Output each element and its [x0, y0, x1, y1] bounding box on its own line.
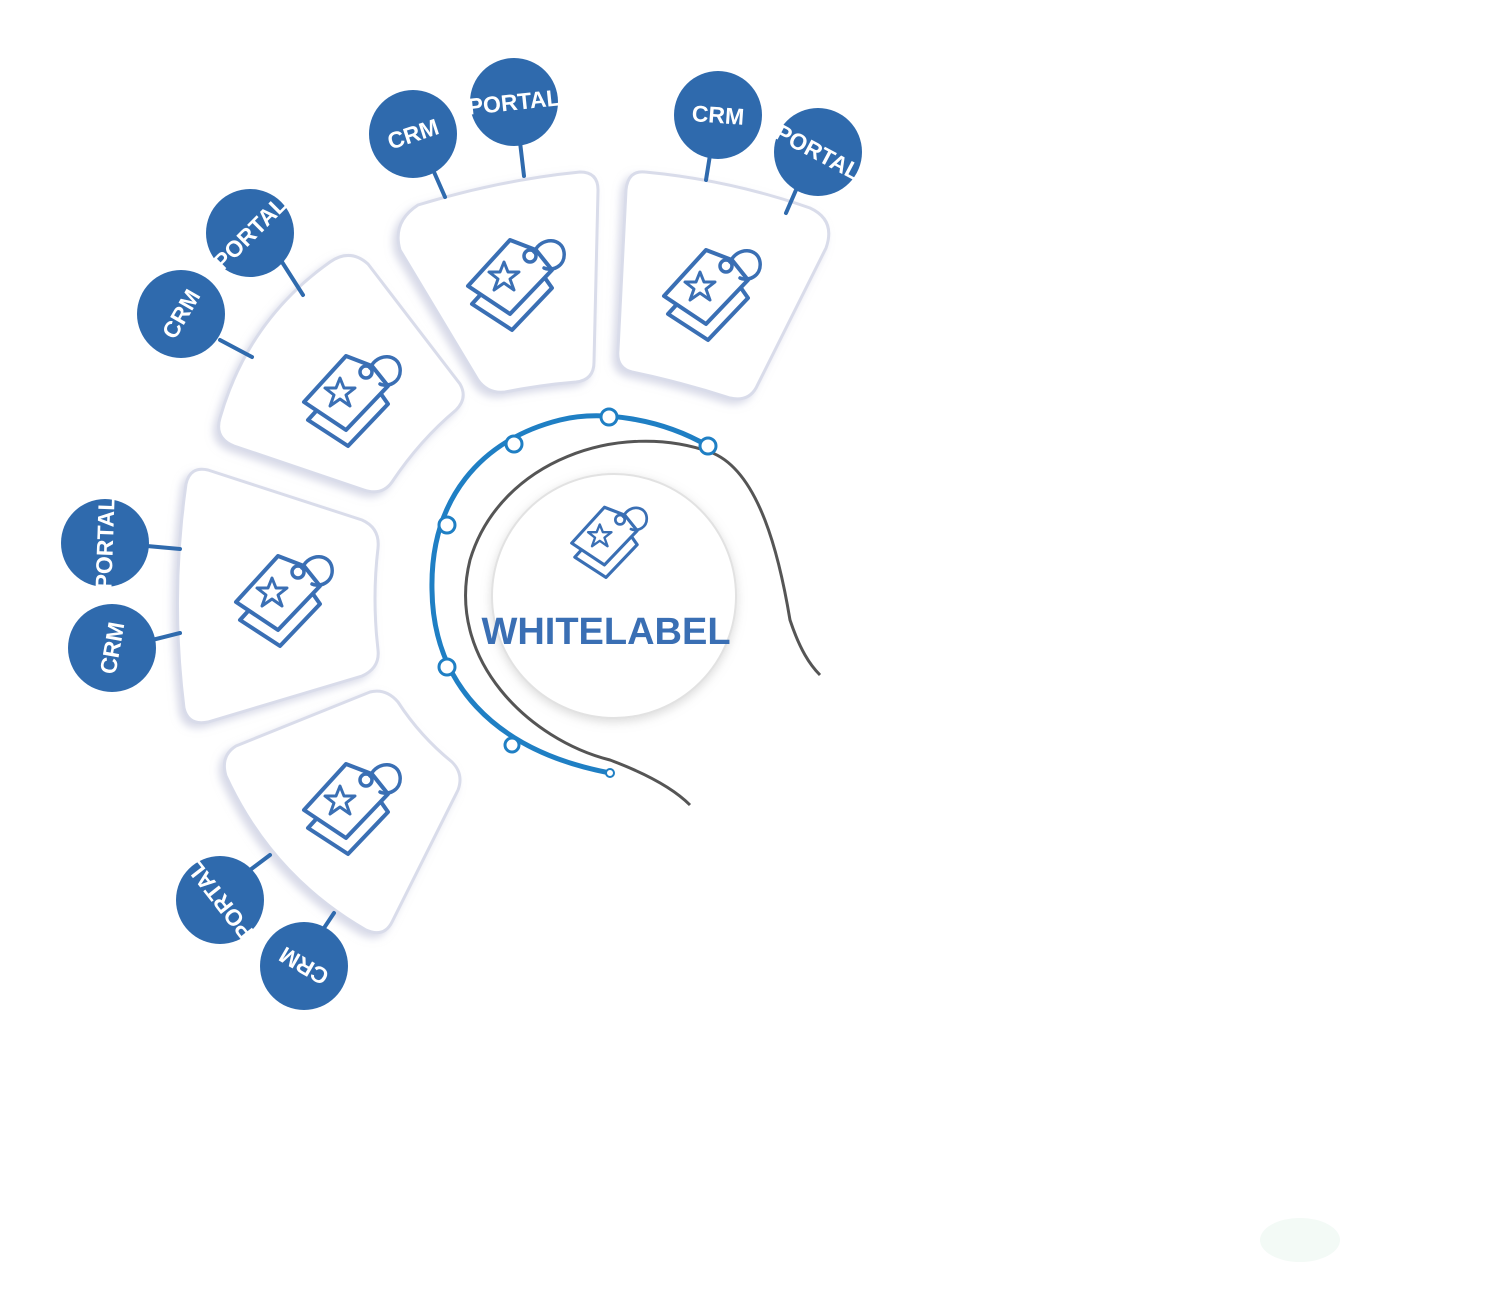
crm-badge[interactable]: CRM: [369, 90, 457, 178]
decorative-glow: [1260, 1218, 1340, 1262]
dark-curve-upper: [709, 450, 822, 677]
hub: WHITELABEL: [481, 473, 737, 719]
svg-text:CRM: CRM: [691, 100, 745, 130]
dark-curve: [464, 439, 711, 807]
arc-node: [503, 736, 521, 754]
badges-upper-left: PORTAL CRM: [137, 189, 294, 358]
portal-badge[interactable]: PORTAL: [206, 189, 294, 277]
portal-badge[interactable]: PORTAL: [771, 108, 865, 196]
hub-title: WHITELABEL: [481, 611, 730, 653]
arc-end-node: [605, 768, 615, 778]
portal-badge[interactable]: PORTAL: [466, 58, 562, 146]
connector-arcs: [429, 407, 822, 807]
crm-badge[interactable]: CRM: [260, 922, 348, 1010]
badges-left: PORTAL CRM: [61, 496, 156, 692]
portal-badge[interactable]: PORTAL: [176, 855, 264, 945]
badges-top-center: CRM PORTAL: [369, 58, 562, 178]
arc-node: [437, 515, 457, 535]
arc-node: [437, 657, 457, 677]
crm-badge[interactable]: CRM: [68, 604, 156, 692]
badges-lower-left: PORTAL CRM: [176, 855, 348, 1010]
arc-node: [504, 434, 524, 454]
arc-node: [698, 436, 718, 456]
svg-text:PORTAL: PORTAL: [90, 496, 119, 590]
crm-badge[interactable]: CRM: [674, 71, 762, 159]
badge-stems: [145, 140, 798, 930]
segment-card-top-center: [396, 170, 600, 394]
segment-card-top-right: [616, 170, 831, 401]
segment-card-lower-left: [222, 689, 462, 935]
crm-badge[interactable]: CRM: [137, 270, 225, 358]
segment-card-left: [175, 467, 380, 725]
portal-badge[interactable]: PORTAL: [61, 496, 149, 590]
segment-card-upper-left: [217, 254, 465, 494]
badges-top-right: CRM PORTAL: [674, 71, 865, 196]
hub-circle: [491, 473, 737, 719]
arc-node: [599, 407, 619, 427]
